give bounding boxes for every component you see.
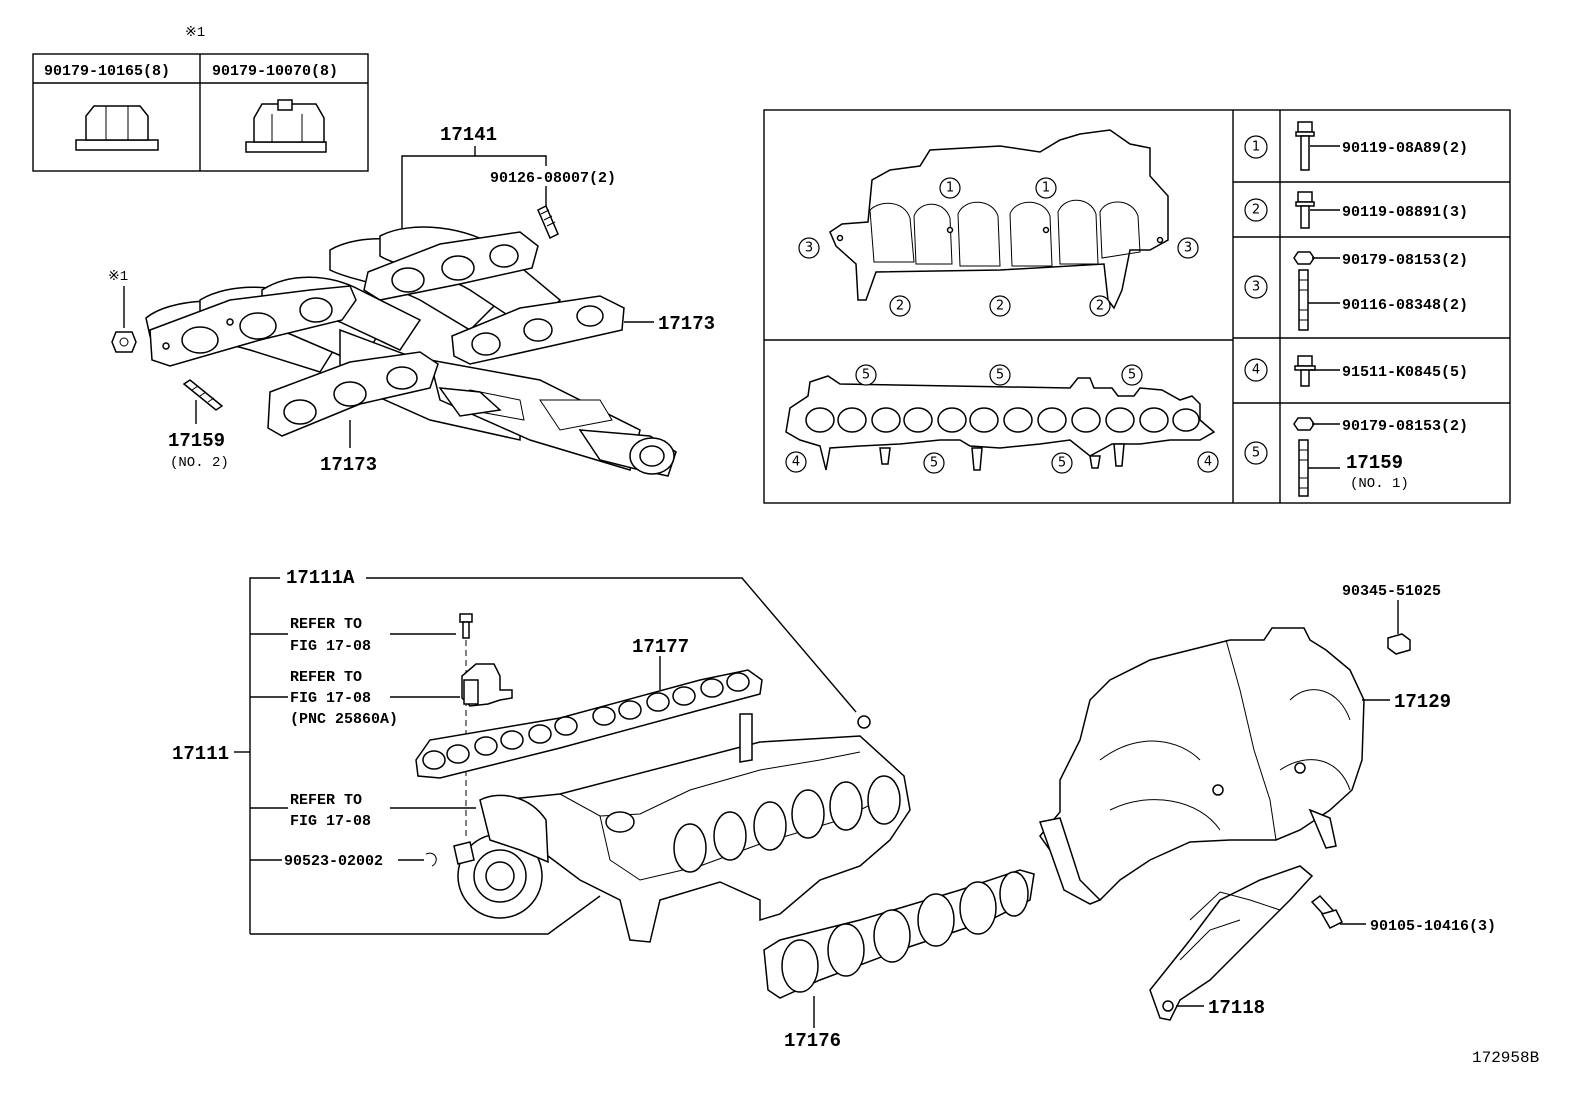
bolt-icon bbox=[1295, 121, 1315, 171]
stud-icon bbox=[1298, 439, 1309, 497]
table-part: 91511-K0845(5) bbox=[1342, 364, 1468, 381]
intake-assy-a-label: 17111A bbox=[286, 567, 355, 589]
plug-label: 90345-51025 bbox=[1342, 583, 1441, 600]
table-part: 90179-08153(2) bbox=[1342, 418, 1468, 435]
nut-table-note: ※1 bbox=[185, 25, 205, 41]
bracket-bolt-label: 90105-10416(3) bbox=[1370, 918, 1496, 935]
table-row-key: 5 bbox=[1252, 446, 1260, 461]
svg-text:4: 4 bbox=[792, 455, 800, 470]
table-row-key: 2 bbox=[1252, 203, 1260, 218]
exhaust-stud-top-label: 90126-08007(2) bbox=[490, 170, 616, 187]
nut-table-right-part: 90179-10070(8) bbox=[212, 63, 338, 80]
slotted-flange-nut-icon bbox=[245, 99, 327, 153]
svg-text:3: 3 bbox=[805, 241, 813, 256]
refer-3-line2: FIG 17-08 bbox=[290, 813, 371, 830]
table-part: 90119-08891(3) bbox=[1342, 204, 1468, 221]
nut-icon bbox=[111, 331, 137, 353]
table-row-key: 4 bbox=[1252, 363, 1260, 378]
svg-text:1: 1 bbox=[946, 181, 954, 196]
table-row-key: 1 bbox=[1252, 140, 1260, 155]
stud-left-label: 17159 bbox=[168, 430, 225, 452]
gasket-lower bbox=[763, 869, 1035, 999]
gasket-lower-label: 17176 bbox=[784, 1030, 841, 1052]
pin-icon bbox=[425, 852, 437, 867]
nut-table-left-part: 90179-10165(8) bbox=[44, 63, 170, 80]
sensor-icon bbox=[461, 663, 513, 707]
table-part: 90116-08348(2) bbox=[1342, 297, 1468, 314]
plenum bbox=[1039, 627, 1365, 905]
gasket-bottom-label: 17173 bbox=[320, 454, 377, 476]
svg-text:1: 1 bbox=[1042, 181, 1050, 196]
stud-left-icon bbox=[182, 379, 224, 411]
svg-text:5: 5 bbox=[1128, 368, 1136, 383]
nut-icon bbox=[1293, 417, 1315, 431]
gasket-upper bbox=[415, 669, 763, 779]
refer-2-line1: REFER TO bbox=[290, 669, 362, 686]
refer-2-line2: FIG 17-08 bbox=[290, 690, 371, 707]
svg-text:5: 5 bbox=[996, 368, 1004, 383]
table-part: 90179-08153(2) bbox=[1342, 252, 1468, 269]
table-part: 90119-08A89(2) bbox=[1342, 140, 1468, 157]
svg-text:2: 2 bbox=[1096, 299, 1104, 314]
bolt-icon bbox=[1295, 191, 1315, 229]
screw-icon bbox=[459, 613, 473, 639]
stud-icon bbox=[537, 204, 559, 240]
refer-1-line2: FIG 17-08 bbox=[290, 638, 371, 655]
refer-3-line1: REFER TO bbox=[290, 792, 362, 809]
gasket-bottom bbox=[267, 351, 439, 437]
bracket-label: 17118 bbox=[1208, 997, 1265, 1019]
exhaust-note-marker: ※1 bbox=[108, 269, 128, 285]
table-keys: 1 2 3 4 5 bbox=[1244, 135, 1268, 465]
svg-text:4: 4 bbox=[1204, 455, 1212, 470]
table-row-key: 3 bbox=[1252, 280, 1260, 295]
svg-text:3: 3 bbox=[1184, 241, 1192, 256]
table-part: 17159 bbox=[1346, 452, 1403, 474]
svg-text:5: 5 bbox=[862, 368, 870, 383]
flange-nut-icon bbox=[75, 105, 159, 151]
bracket bbox=[1149, 865, 1314, 1021]
pin-label: 90523-02002 bbox=[284, 853, 383, 870]
gasket-right bbox=[451, 295, 625, 365]
nut-table: ※1 90179-10165(8) 90179-10070(8) bbox=[32, 25, 369, 172]
plenum-label: 17129 bbox=[1394, 691, 1451, 713]
svg-text:5: 5 bbox=[1058, 456, 1066, 471]
intake-assy-label: 17111 bbox=[172, 743, 229, 765]
gasket-right-label: 17173 bbox=[658, 313, 715, 335]
callout-markers: 1 1 3 3 2 2 2 5 5 5 4 4 5 5 bbox=[785, 177, 1219, 474]
refer-1-line1: REFER TO bbox=[290, 616, 362, 633]
svg-text:5: 5 bbox=[930, 456, 938, 471]
bolt-icon bbox=[1294, 355, 1316, 387]
refer-2-line3: (PNC 25860A) bbox=[290, 711, 398, 728]
stud-icon bbox=[1298, 269, 1309, 331]
gasket-upper-label: 17177 bbox=[632, 636, 689, 658]
svg-text:2: 2 bbox=[896, 299, 904, 314]
nut-icon bbox=[1293, 251, 1315, 265]
intake-manifold-group: 17111A 17111 REFER TO FIG 17-08 REFER TO… bbox=[172, 567, 1496, 1052]
exhaust-manifold-group: 17141 90126-08007(2) bbox=[108, 124, 715, 477]
fastener-table: 1 1 3 3 2 2 2 5 5 5 4 4 5 5 1 2 3 4 5 bbox=[763, 109, 1511, 504]
diagram-id: 172958B bbox=[1472, 1049, 1539, 1067]
stud-left-note: (NO. 2) bbox=[170, 455, 229, 471]
svg-text:2: 2 bbox=[996, 299, 1004, 314]
exhaust-manifold-label: 17141 bbox=[440, 124, 497, 146]
plug-icon bbox=[1387, 633, 1411, 655]
table-part-note: (NO. 1) bbox=[1350, 476, 1409, 492]
bolt-icon bbox=[1310, 894, 1344, 929]
